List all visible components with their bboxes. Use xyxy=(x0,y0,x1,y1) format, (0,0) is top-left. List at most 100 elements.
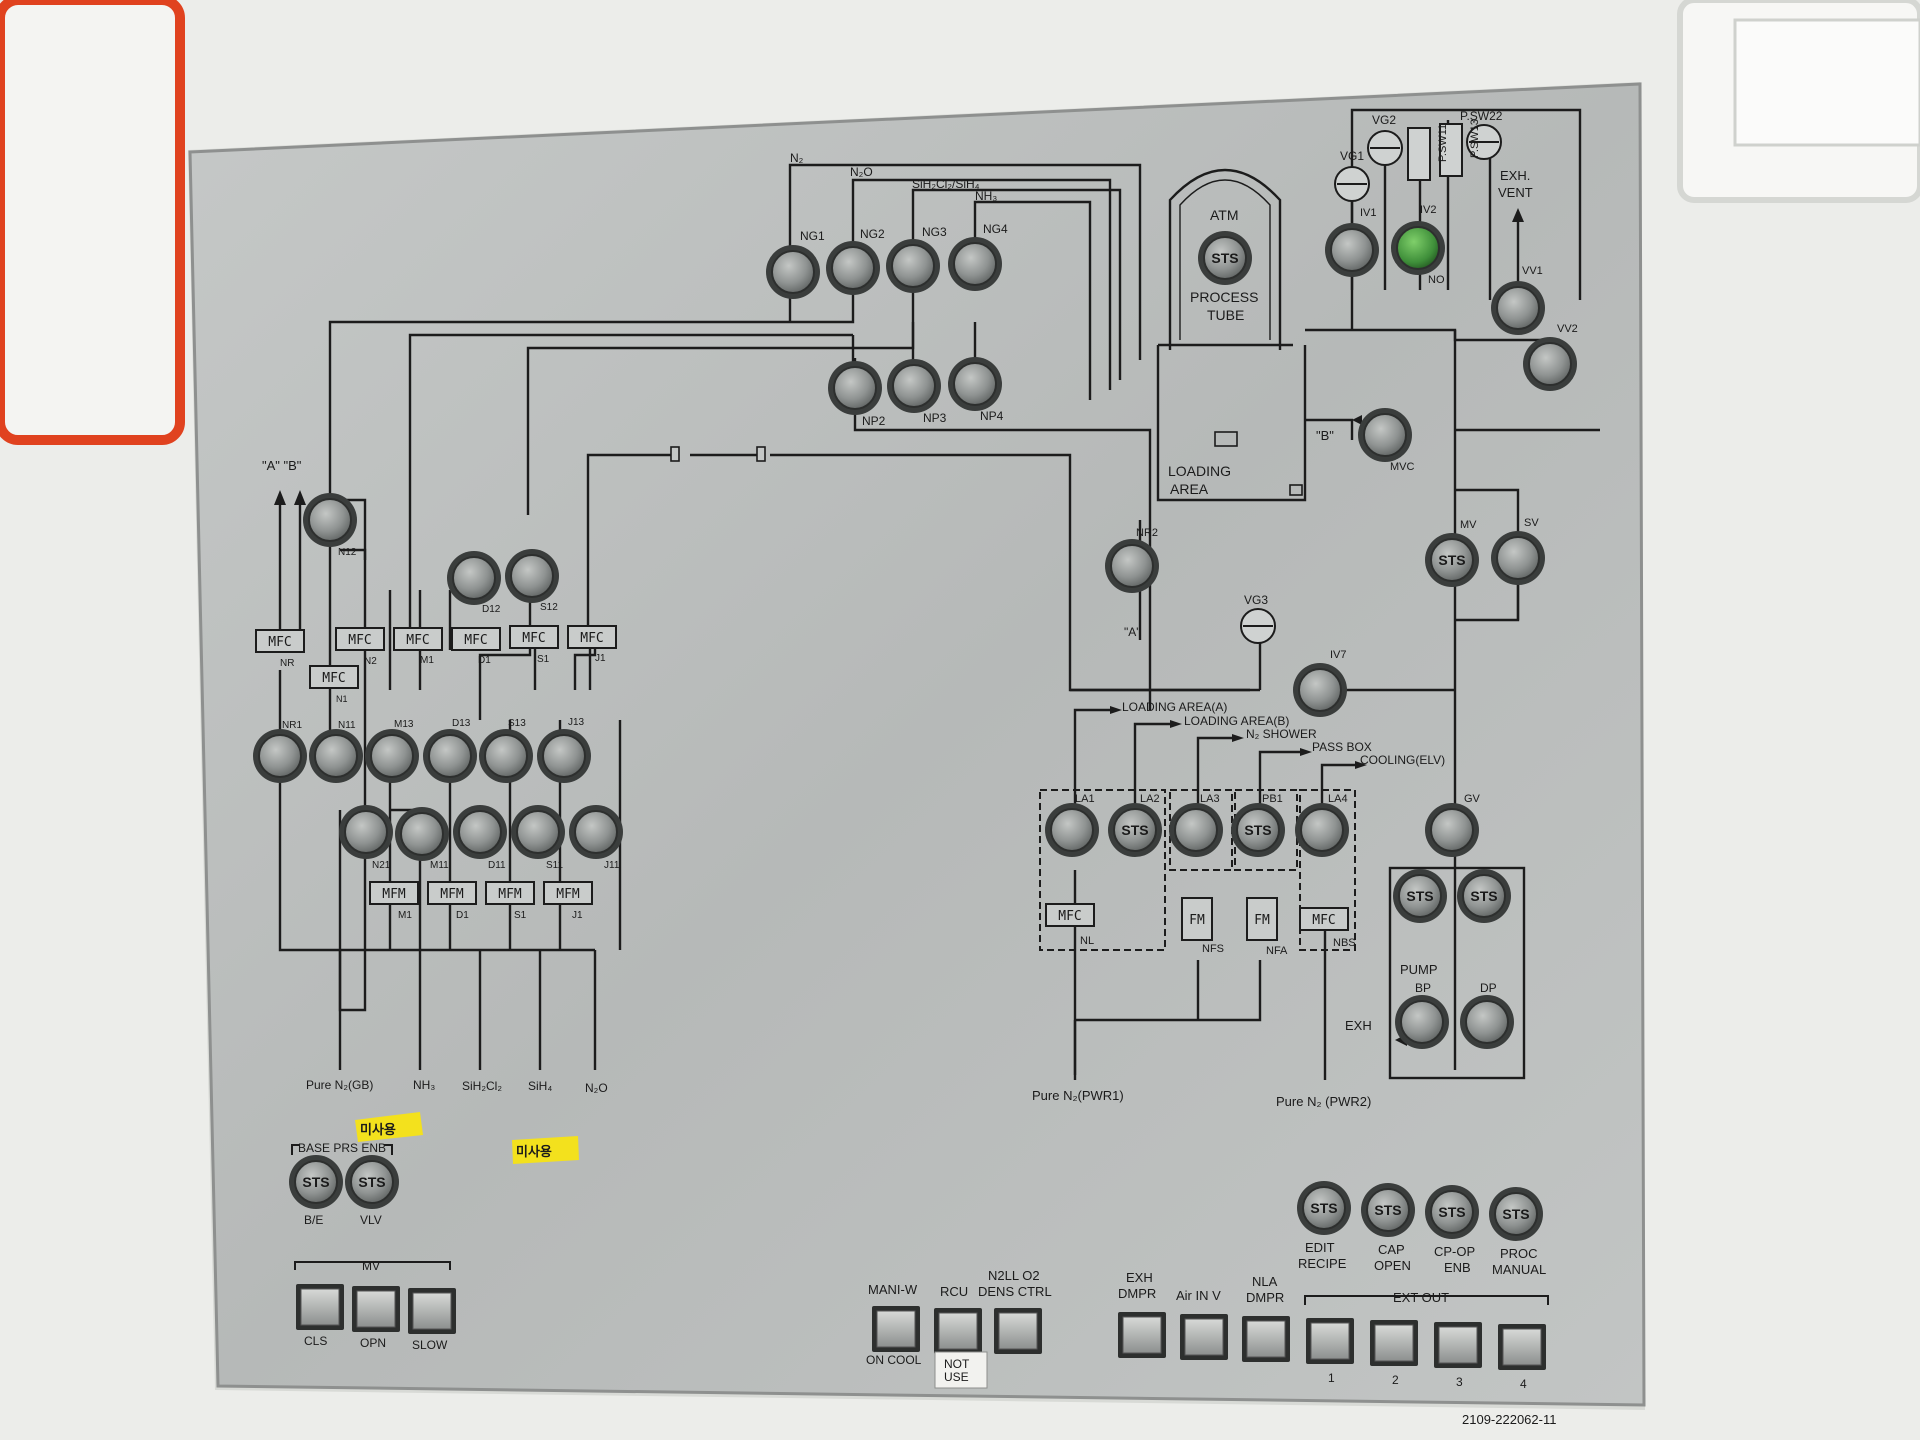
ext-out-2-switch[interactable] xyxy=(1370,1320,1418,1366)
mv-valve[interactable]: STS xyxy=(1425,533,1479,587)
ng3-label: NG3 xyxy=(922,225,947,239)
be-button[interactable]: STS xyxy=(289,1155,343,1209)
ext-out-1-switch[interactable] xyxy=(1306,1318,1354,1364)
mfc-nr-box: MFC xyxy=(255,629,305,653)
s11-valve[interactable] xyxy=(511,805,565,859)
d12-valve[interactable] xyxy=(447,551,501,605)
iv1-label: IV1 xyxy=(1360,207,1377,219)
np4-valve[interactable] xyxy=(948,357,1002,411)
iv1-valve[interactable] xyxy=(1325,223,1379,277)
sts-text: STS xyxy=(1244,822,1271,838)
sts-text: STS xyxy=(1438,1204,1465,1220)
n21-valve[interactable] xyxy=(339,805,393,859)
mfc-n1-box: MFC xyxy=(309,665,359,689)
nr2-valve[interactable] xyxy=(1105,539,1159,593)
vlv-button[interactable]: STS xyxy=(345,1155,399,1209)
gv-valve[interactable] xyxy=(1425,803,1479,857)
np2-label: NP2 xyxy=(862,414,886,428)
mv-label: MV xyxy=(1460,519,1477,531)
ng3-valve[interactable] xyxy=(886,239,940,293)
s13-label: S13 xyxy=(508,718,526,729)
n11-valve[interactable] xyxy=(309,729,363,783)
j11-valve[interactable] xyxy=(569,805,623,859)
ng4-valve[interactable] xyxy=(948,237,1002,291)
s13-valve[interactable] xyxy=(479,729,533,783)
d13-valve[interactable] xyxy=(423,729,477,783)
nr1-valve[interactable] xyxy=(253,729,307,783)
pump-sts-1-valve[interactable]: STS xyxy=(1393,869,1447,923)
iv7-valve[interactable] xyxy=(1293,663,1347,717)
svg-text:MFC: MFC xyxy=(580,631,603,646)
d11-valve[interactable] xyxy=(453,805,507,859)
j13-valve[interactable] xyxy=(537,729,591,783)
opn-switch[interactable] xyxy=(352,1286,400,1332)
m13-valve[interactable] xyxy=(365,729,419,783)
ng1-valve[interactable] xyxy=(766,245,820,299)
mani-w-switch[interactable] xyxy=(872,1306,920,1352)
exh-dmpr-label-1: EXH xyxy=(1126,1270,1153,1285)
ext-out-4-switch[interactable] xyxy=(1498,1324,1546,1370)
s1-mfc-label: S1 xyxy=(537,654,550,665)
m11-label: M11 xyxy=(430,860,449,871)
rcu-switch[interactable] xyxy=(934,1308,982,1354)
iv2-valve[interactable] xyxy=(1391,221,1445,275)
nh3-source-label: NH₃ xyxy=(413,1078,435,1092)
m11-valve[interactable] xyxy=(395,807,449,861)
bp-valve[interactable] xyxy=(1395,995,1449,1049)
np3-valve[interactable] xyxy=(887,359,941,413)
area-label: AREA xyxy=(1170,481,1209,497)
sts-text: STS xyxy=(358,1174,385,1190)
la2-label: LA2 xyxy=(1140,793,1160,805)
edit-recipe-button[interactable]: STS xyxy=(1297,1181,1351,1235)
ng2-valve[interactable] xyxy=(826,241,880,295)
la1-label: LA1 xyxy=(1075,793,1095,805)
pump-box xyxy=(1388,866,1526,1080)
n2ll-o2-label-1: N2LL O2 xyxy=(988,1268,1040,1283)
j11-label: J11 xyxy=(604,860,620,871)
on-cool-label: ON COOL xyxy=(866,1353,922,1367)
gas-n2o-label: N₂O xyxy=(850,165,873,179)
slow-switch[interactable] xyxy=(408,1288,456,1334)
s1-mfm-label: S1 xyxy=(514,910,527,921)
sts-tube-valve[interactable]: STS xyxy=(1198,231,1252,285)
dp-valve[interactable] xyxy=(1460,995,1514,1049)
no-tag: NO xyxy=(1428,274,1445,286)
mv-group-label: MV xyxy=(362,1259,380,1273)
ext-1-label: 1 xyxy=(1328,1371,1335,1385)
svg-text:MFC: MFC xyxy=(268,635,291,650)
la1-valve[interactable] xyxy=(1045,803,1099,857)
sv-label: SV xyxy=(1524,517,1539,529)
exh-dmpr-switch[interactable] xyxy=(1118,1312,1166,1358)
fm-nfs-box: FM xyxy=(1181,897,1213,941)
loading-area-b-label: LOADING AREA(B) xyxy=(1184,714,1289,728)
cap-open-button[interactable]: STS xyxy=(1361,1183,1415,1237)
pump-sts-2-valve[interactable]: STS xyxy=(1457,869,1511,923)
sv-valve[interactable] xyxy=(1491,531,1545,585)
s12-valve[interactable] xyxy=(505,549,559,603)
np2-valve[interactable] xyxy=(828,361,882,415)
la2-valve[interactable]: STS xyxy=(1108,803,1162,857)
nr-label: NR xyxy=(280,658,294,669)
pb1-valve[interactable]: STS xyxy=(1231,803,1285,857)
sts-text: STS xyxy=(1438,552,1465,568)
cp-op-enb-button[interactable]: STS xyxy=(1425,1185,1479,1239)
cls-switch[interactable] xyxy=(296,1284,344,1330)
n12-valve[interactable] xyxy=(303,493,357,547)
vlv-label: VLV xyxy=(360,1213,382,1227)
vv2-valve[interactable] xyxy=(1523,337,1577,391)
la4-valve[interactable] xyxy=(1295,803,1349,857)
la3-valve[interactable] xyxy=(1169,803,1223,857)
mvc-valve[interactable] xyxy=(1358,408,1412,462)
nla-dmpr-switch[interactable] xyxy=(1242,1316,1290,1362)
n21-label: N21 xyxy=(372,860,391,871)
ext-out-3-switch[interactable] xyxy=(1434,1322,1482,1368)
n2ll-o2-switch[interactable] xyxy=(994,1308,1042,1354)
svg-text:MFC: MFC xyxy=(1312,913,1335,928)
air-in-v-switch[interactable] xyxy=(1180,1314,1228,1360)
mfc-n2-box: MFC xyxy=(335,627,385,651)
pressure-gauges xyxy=(1240,123,1502,644)
edit-recipe-label-1: EDIT xyxy=(1305,1240,1335,1255)
vv1-valve[interactable] xyxy=(1491,281,1545,335)
ng1-label: NG1 xyxy=(800,229,825,243)
proc-manual-button[interactable]: STS xyxy=(1489,1187,1543,1241)
